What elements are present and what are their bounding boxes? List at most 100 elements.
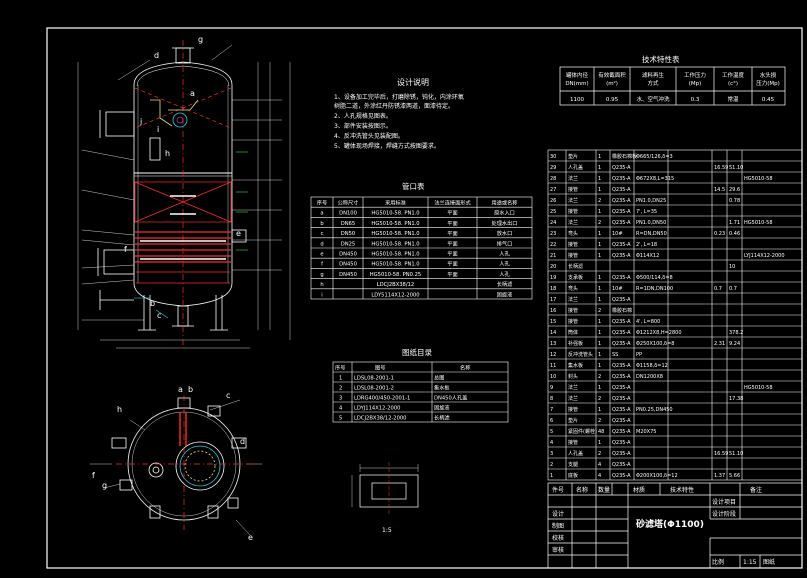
parts-cell: 接管: [568, 406, 578, 413]
parts-cell: Q235-A: [612, 429, 631, 435]
nozzle-cell: 长柄滤: [497, 280, 513, 288]
parts-cell: Q235-A: [612, 341, 631, 347]
parts-cell: 17.38: [729, 396, 743, 402]
tech-table-title: 技术特性表: [642, 54, 680, 64]
parts-cell: 27: [550, 187, 556, 193]
plan-callout-g: g: [102, 481, 107, 490]
parts-cell: 接管: [568, 439, 578, 446]
parts-cell: 29: [550, 165, 556, 171]
tb-project-label: 设计项目: [712, 498, 736, 506]
parts-cell: Q235-A: [612, 275, 631, 281]
parts-cell: 接管: [568, 252, 578, 259]
parts-cell: Q235-A: [612, 165, 631, 171]
design-notes-title: 设计说明: [397, 77, 429, 87]
parts-cell: 0.78: [729, 198, 740, 204]
parts-cell: 1: [598, 352, 601, 358]
nozzle-cell: 平面: [447, 240, 457, 247]
nozzle-cell: 放水口: [497, 229, 513, 237]
nozzle-cell: HG5010-58. PN1.0: [371, 221, 419, 227]
parts-cell: Q235-A: [612, 319, 631, 325]
parts-cell: Φ114X12: [636, 253, 659, 259]
parts-cell: R=DN,DN50: [636, 231, 667, 237]
parts-cell: 14.5: [714, 187, 725, 193]
nozzle-header-4: 用途或名称: [492, 199, 518, 207]
parts-cell: 1: [598, 330, 601, 336]
tech-header-0: 罐体内径: [566, 71, 589, 79]
parts-cell: 法兰: [568, 175, 578, 182]
parts-cell: Φ1158,δ=12: [636, 363, 668, 369]
nozzle-cell: HG5010-58. PN0.25: [370, 272, 421, 278]
parts-cell: 3: [550, 451, 553, 457]
parts-cell: 1: [598, 187, 601, 193]
tech-value-5: 0.45: [762, 97, 775, 103]
tb-label-check: 校核: [552, 534, 564, 542]
parts-cell: R=1DN,DN100: [636, 286, 673, 292]
drawing-list-cell: 集水板: [434, 384, 450, 392]
parts-cell: 1: [598, 176, 601, 182]
nozzle-cell: HG5010-58. PN1.0: [371, 211, 419, 217]
parts-cell: 1: [598, 253, 601, 259]
tech-value-0: 1100: [570, 97, 584, 103]
callout-f: f: [124, 245, 127, 254]
nozzle-cell: DN450: [339, 272, 357, 278]
nozzle-cell: 平面: [447, 220, 457, 227]
parts-cell: 4: [598, 462, 601, 468]
design-note-line-2: 树脂二道，外涂红丹防锈漆两道，面漆待定。: [334, 102, 454, 110]
nozzle-cell: a: [320, 211, 323, 217]
parts-cell: Q235-A: [612, 330, 631, 336]
parts-cell: 2: [598, 418, 601, 424]
parts-cell: Q235-A: [612, 473, 631, 479]
parts-cell: 0.46: [729, 231, 740, 237]
tech-header-0: DN(mm): [565, 81, 588, 87]
design-note-line-3: 2、人孔规格见图表。: [334, 112, 392, 120]
tech-header-1: 有效截面积: [598, 71, 626, 79]
tb-label-review: 审核: [552, 546, 564, 554]
parts-cell: 11: [550, 363, 556, 369]
tech-header-3: (Mp): [689, 81, 702, 87]
parts-cell: 0.7: [729, 286, 737, 292]
parts-cell: LYJ114X12-2000: [744, 253, 785, 259]
parts-cell: 10: [729, 264, 735, 270]
nozzle-cell: DN450: [339, 262, 357, 268]
parts-cell: 16.59: [714, 165, 728, 171]
parts-cell: Q235-A: [612, 242, 631, 248]
nozzle-cell: 人孔: [499, 260, 510, 268]
parts-cell: PP: [636, 352, 642, 358]
parts-cell: 人孔盖: [568, 450, 583, 457]
drawing-list-cell: 1: [339, 376, 342, 382]
parts-cell: Q235-A: [612, 176, 631, 182]
nozzle-cell: 平面: [447, 271, 457, 278]
parts-cell: SS: [612, 352, 618, 358]
parts-cell: Φ665/126,δ=3: [636, 154, 673, 160]
parts-cell: 5: [550, 429, 553, 435]
front-callouts: d g j i h f b c e a: [124, 35, 241, 320]
tb-label-design: 设计: [552, 510, 564, 518]
parts-cell: PN1.0,DN25: [636, 198, 666, 204]
parts-cell: Q235-A: [612, 363, 631, 369]
nozzle-cell: b: [320, 221, 324, 227]
parts-cell: 橡胶石棉板: [612, 153, 637, 160]
parts-cell: 1: [598, 385, 601, 391]
title-block: 件号 名称 数量 材质 技术特性 备注 设计 制图 校核 审核 设计项目 设计阶…: [547, 482, 803, 569]
nozzle-cell: HG5010-58. PN1.0: [371, 252, 419, 258]
side-viewport: [149, 137, 161, 161]
parts-cell: Φ1212X8,H=2800: [636, 330, 682, 336]
parts-cell: PN0.25,DN450: [636, 407, 673, 413]
parts-cell: 48: [598, 429, 604, 435]
drawing-list-cell: 固旋液: [434, 404, 450, 412]
nozzle-cell: HG5010-58. PN1.0: [371, 262, 419, 268]
parts-cell: 2: [598, 396, 601, 402]
plan-callout-h: h: [117, 405, 122, 414]
parts-cell: Φ200X100,δ=12: [636, 473, 678, 479]
tech-header-2: 方式: [647, 79, 659, 87]
parts-cell: Φ500/114,δ=8: [636, 275, 673, 281]
nozzle-cell: c: [321, 231, 324, 237]
parts-cell: DN1200X8: [636, 374, 663, 380]
parts-cell: 5.66: [729, 473, 740, 479]
parts-cell: 1: [598, 341, 601, 347]
parts-cell: 10#: [612, 286, 623, 292]
drawing-list-cell: LDYJ114X12-2000: [354, 406, 400, 412]
drawing-list-cell: 5: [339, 416, 342, 422]
callout-c: c: [157, 311, 161, 320]
nozzle-cell: h: [320, 282, 323, 288]
